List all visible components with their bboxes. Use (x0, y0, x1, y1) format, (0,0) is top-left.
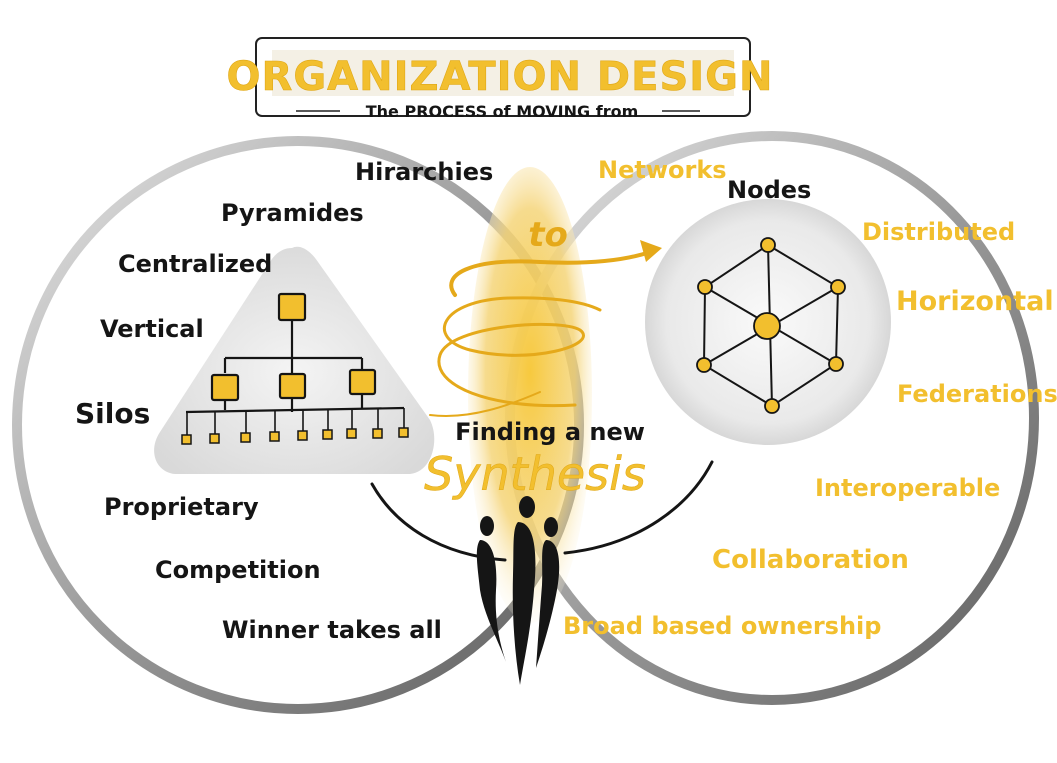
term-ownership: Broad based ownership (563, 612, 881, 640)
spiral-arrow-icon (429, 240, 662, 417)
term-silos: Silos (75, 397, 150, 430)
term-competition: Competition (155, 556, 321, 584)
term-hirarchies: Hirarchies (355, 158, 493, 186)
hierarchy-pyramid-icon (154, 246, 435, 474)
term-federations: Federations (897, 380, 1057, 408)
term-proprietary: Proprietary (104, 493, 259, 521)
page-title: ORGANIZATION DESIGN (227, 54, 774, 100)
people-figures-icon (476, 496, 560, 685)
term-pyramides: Pyramides (221, 199, 364, 227)
left-terms: Hirarchies Pyramides Centralized Vertica… (75, 158, 493, 644)
right-terms: Networks Nodes Distributed Horizontal Fe… (563, 156, 1057, 640)
term-vertical: Vertical (100, 315, 204, 343)
page-subtitle: The PROCESS of MOVING from (366, 102, 639, 121)
network-hexagon-icon (645, 199, 891, 445)
term-centralized: Centralized (118, 250, 272, 278)
term-distributed: Distributed (862, 218, 1015, 246)
synthesis-lens (468, 167, 592, 623)
connector-label: to (528, 215, 568, 255)
term-interoperable: Interoperable (815, 474, 1000, 502)
term-collaboration: Collaboration (712, 545, 909, 575)
synthesis-line1: Finding a new (455, 418, 645, 446)
synthesis-line2: Synthesis (424, 447, 646, 501)
term-networks: Networks (598, 156, 727, 184)
term-winner: Winner takes all (222, 616, 442, 644)
term-nodes: Nodes (727, 176, 811, 204)
title-banner: ORGANIZATION DESIGN The PROCESS of MOVIN… (226, 37, 774, 121)
term-horizontal: Horizontal (896, 286, 1054, 317)
